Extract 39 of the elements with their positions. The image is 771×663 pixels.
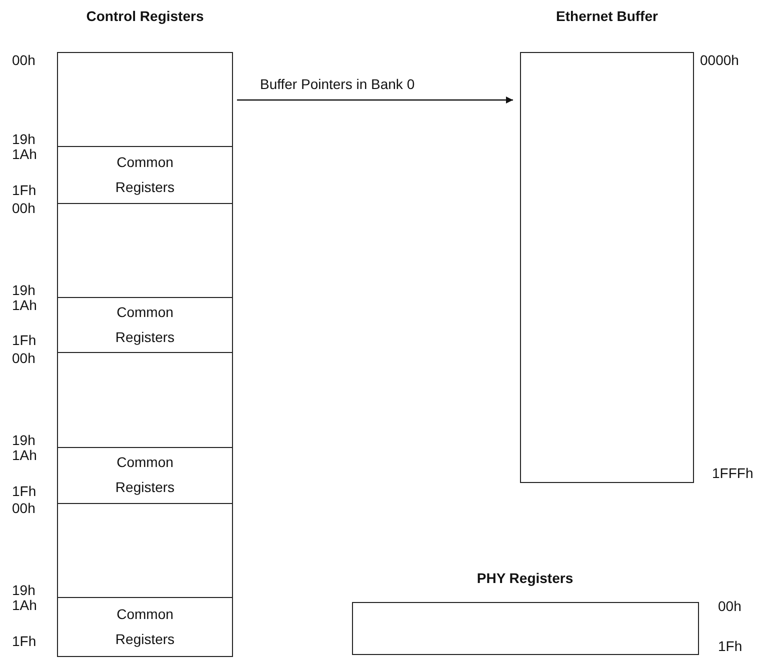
- register-block: [56, 502, 234, 598]
- edge-label: Buffer Pointers in Bank 0: [260, 76, 415, 92]
- address-label: 19h: [12, 131, 36, 147]
- address-label: 00h: [12, 500, 36, 516]
- register-block: [56, 446, 234, 504]
- address-label: 19h: [12, 282, 36, 298]
- register-block: [56, 52, 234, 147]
- address-label: 1Ah: [12, 146, 37, 162]
- memory-block: [520, 52, 694, 483]
- register-label: Common Registers: [114, 152, 176, 197]
- memory-block: [57, 52, 233, 656]
- address-label: 0000h: [700, 52, 739, 68]
- address-label: 1Ah: [12, 447, 37, 463]
- block-heading: Ethernet Buffer: [556, 8, 658, 24]
- register-block: [56, 596, 234, 657]
- address-label: 00h: [12, 200, 36, 216]
- block-heading: PHY Registers: [476, 570, 574, 586]
- address-label: 1Fh: [12, 483, 36, 499]
- address-label: 00h: [12, 52, 36, 68]
- register-block: [56, 352, 234, 448]
- block-heading: Control Registers: [86, 8, 204, 24]
- address-label: 19h: [12, 582, 36, 598]
- address-label: 00h: [12, 350, 36, 366]
- address-label: 1Fh: [12, 182, 36, 198]
- address-label: 1Fh: [12, 633, 36, 649]
- register-label: Common Registers: [114, 604, 176, 649]
- register-label: Common Registers: [114, 302, 176, 347]
- address-label: 1Ah: [12, 597, 37, 613]
- register-label: Common Registers: [114, 453, 176, 498]
- address-label: 19h: [12, 432, 36, 448]
- address-label: 00h: [718, 598, 742, 614]
- register-block: [56, 296, 234, 353]
- address-label: 1Fh: [12, 332, 36, 348]
- address-label: 1Fh: [718, 638, 742, 654]
- register-block: [56, 146, 234, 204]
- address-label: 1Ah: [12, 297, 37, 313]
- memory-block: [352, 602, 699, 655]
- register-block: [56, 202, 234, 298]
- address-label: 1FFFh: [712, 465, 754, 481]
